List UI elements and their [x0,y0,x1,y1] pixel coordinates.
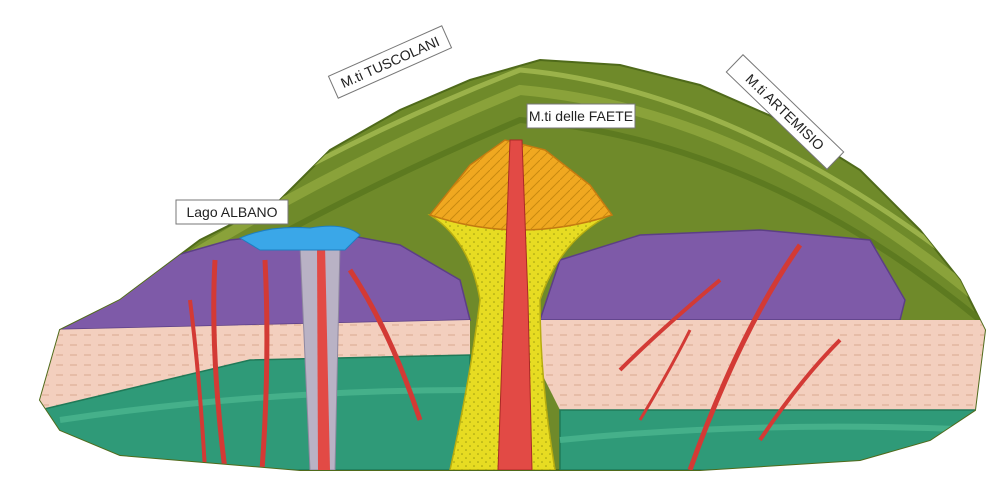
svg-text:M.ti TUSCOLANI: M.ti TUSCOLANI [338,33,442,91]
svg-text:M.ti delle FAETE: M.ti delle FAETE [529,108,633,124]
label-albano: Lago ALBANO [176,200,288,224]
label-tuscolani: M.ti TUSCOLANI [328,26,451,98]
label-faete: M.ti delle FAETE [527,104,635,128]
svg-text:Lago ALBANO: Lago ALBANO [186,204,277,220]
